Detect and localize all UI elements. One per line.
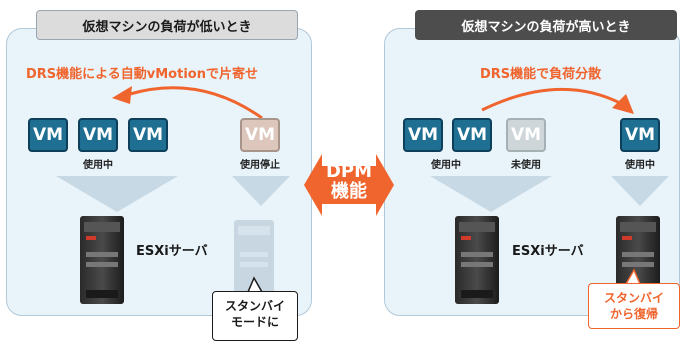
right-subtitle: DRS機能で負荷分散 bbox=[480, 67, 602, 82]
right-migrate-arrowhead bbox=[612, 94, 634, 114]
right-migrate-arrow bbox=[481, 87, 623, 112]
right-vm-1: VM bbox=[403, 118, 443, 152]
left-funnel-main bbox=[56, 176, 178, 212]
resume-callout-line-2: から復帰 bbox=[609, 307, 658, 321]
left-esxi-server bbox=[80, 216, 124, 304]
right-esxi-server bbox=[455, 216, 499, 304]
dpm-label-line-2: 機能 bbox=[331, 181, 367, 202]
left-vm-3: VM bbox=[128, 118, 168, 152]
resume-callout-line-1: スタンバイ bbox=[603, 291, 664, 305]
standby-callout-line-1: スタンバイ bbox=[224, 299, 285, 313]
right-vm-2: VM bbox=[452, 118, 492, 152]
right-vm-moved: VM bbox=[620, 118, 660, 152]
left-standby-server bbox=[234, 220, 274, 302]
right-server-label: ESXiサーバ bbox=[512, 244, 584, 259]
left-migrate-arrow bbox=[129, 86, 263, 120]
right-resumed-server bbox=[616, 216, 660, 286]
left-subtitle: DRS機能による自動vMotionで片寄せ bbox=[26, 67, 258, 82]
right-label-moved: 使用中 bbox=[625, 160, 655, 171]
standby-callout: スタンバイ モードに bbox=[212, 291, 298, 341]
left-vm-1: VM bbox=[28, 118, 68, 152]
left-label-stopped: 使用停止 bbox=[240, 160, 280, 171]
right-label-active: 使用中 bbox=[431, 160, 461, 171]
right-label-unused: 未使用 bbox=[511, 160, 541, 171]
standby-callout-line-2: モードに bbox=[230, 315, 279, 329]
dpm-label: DPM 機能 bbox=[304, 162, 394, 202]
left-label-active: 使用中 bbox=[83, 160, 113, 171]
left-vm-stopped: VM bbox=[240, 118, 280, 152]
dpm-double-arrow bbox=[304, 154, 394, 216]
left-vm-2: VM bbox=[78, 118, 118, 152]
left-panel bbox=[6, 28, 312, 316]
right-vm-unused: VM bbox=[506, 118, 546, 152]
resume-callout: スタンバイ から復帰 bbox=[588, 283, 680, 329]
right-funnel-main bbox=[430, 176, 552, 212]
left-migrate-arrowhead bbox=[112, 86, 132, 104]
left-funnel-standby bbox=[232, 176, 290, 206]
left-panel-title: 仮想マシンの負荷が低いとき bbox=[36, 10, 298, 40]
right-funnel-moved bbox=[611, 176, 669, 206]
left-server-label: ESXiサーバ bbox=[136, 244, 208, 259]
dpm-label-line-1: DPM bbox=[325, 161, 373, 182]
right-panel-title: 仮想マシンの負荷が高いとき bbox=[415, 10, 677, 40]
